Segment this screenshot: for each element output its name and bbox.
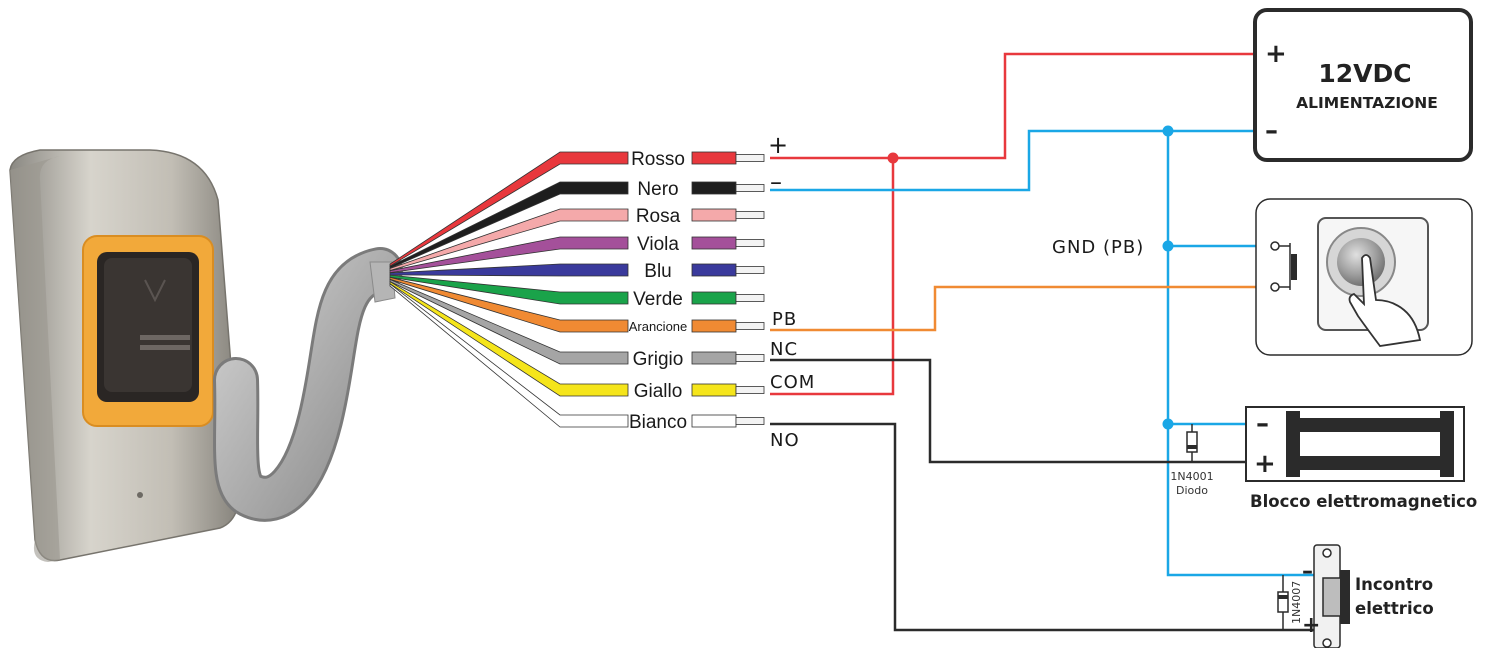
wire-label: Bianco xyxy=(629,412,687,433)
wire-conductor xyxy=(735,154,765,162)
diode-1n4001-model: 1N4001 xyxy=(1170,470,1213,483)
wire-rosso: Rosso xyxy=(389,149,765,267)
wire-label: Rosa xyxy=(636,206,681,227)
wire-end xyxy=(691,151,737,165)
psu-voltage: 12VDC xyxy=(1318,59,1411,88)
fingerprint-reader xyxy=(9,149,241,562)
wire-label: Blu xyxy=(644,261,671,282)
wire-label: Grigio xyxy=(633,349,684,370)
strike-name-line1: Incontro xyxy=(1355,575,1433,594)
strike-plus: + xyxy=(1302,613,1320,638)
gnd-pb-label: GND (PB) xyxy=(1052,237,1144,258)
wire-label: Rosso xyxy=(631,149,685,170)
wire-end xyxy=(691,263,737,277)
wire-grigio: Grigio xyxy=(389,278,765,370)
wire-conductor xyxy=(735,322,765,330)
push-button xyxy=(1255,198,1473,356)
wire-conductor xyxy=(735,386,765,394)
power-supply: + – 12VDC ALIMENTAZIONE xyxy=(1253,8,1473,162)
wire-label: Viola xyxy=(637,234,679,255)
diode-1n4001-name: Diodo xyxy=(1176,484,1208,497)
signal-com: COM xyxy=(770,372,815,393)
signal-plus: + xyxy=(768,131,789,159)
wire-bianco: Bianco xyxy=(389,283,765,433)
wire-conductor xyxy=(735,211,765,219)
diode-1n4007-model: 1N4007 xyxy=(1290,581,1303,624)
signal-pb: PB xyxy=(772,309,797,330)
maglock-plus: + xyxy=(1254,449,1276,479)
electric-strike: – + Incontro elettrico xyxy=(1302,544,1434,648)
wire-end xyxy=(691,236,737,250)
signal-no: NO xyxy=(770,430,800,451)
wire-nero: Nero xyxy=(389,179,765,269)
wire-end xyxy=(691,181,737,195)
wire-blu: Blu xyxy=(389,261,765,282)
psu-minus: – xyxy=(1265,116,1278,146)
psu-name: ALIMENTAZIONE xyxy=(1296,94,1438,112)
signal-labels: + – PB NC COM NO xyxy=(768,131,815,451)
wire-label: Verde xyxy=(633,289,683,310)
wire-end xyxy=(691,208,737,222)
maglock-name: Blocco elettromagnetico xyxy=(1250,492,1477,511)
diode-1n4007: 1N4007 xyxy=(1277,581,1303,624)
wire-conductor xyxy=(735,239,765,247)
wire-band xyxy=(389,283,629,428)
wire-end xyxy=(691,351,737,365)
wire-end xyxy=(691,414,737,428)
wire-end xyxy=(691,383,737,397)
wire-conductor xyxy=(735,184,765,192)
cable xyxy=(213,247,403,522)
wire-end xyxy=(691,291,737,305)
strike-name-line2: elettrico xyxy=(1355,599,1434,618)
magnetic-lock: – + Blocco elettromagnetico xyxy=(1245,406,1477,511)
junction-dots xyxy=(887,125,1174,430)
psu-plus: + xyxy=(1265,39,1287,69)
strike-minus: – xyxy=(1302,559,1313,584)
signal-minus: – xyxy=(770,168,783,196)
wire-conductor xyxy=(735,354,765,362)
signal-nc: NC xyxy=(770,339,798,360)
output-wiring xyxy=(770,52,1320,632)
wire-label: Nero xyxy=(637,179,678,200)
wire-conductor xyxy=(735,294,765,302)
wire-end xyxy=(691,319,737,333)
diode-1n4001: 1N4001 Diodo xyxy=(1170,431,1214,497)
maglock-minus: – xyxy=(1256,409,1269,439)
wire-viola: Viola xyxy=(389,234,765,274)
wire-conductor xyxy=(735,417,765,425)
wire-conductor xyxy=(735,266,765,274)
wire-label: Giallo xyxy=(634,381,683,402)
wire-fan: RossoNeroRosaViolaBluVerdeArancioneGrigi… xyxy=(389,149,765,433)
wire-label: Arancione xyxy=(629,319,688,334)
wire-verde: Verde xyxy=(389,274,765,310)
